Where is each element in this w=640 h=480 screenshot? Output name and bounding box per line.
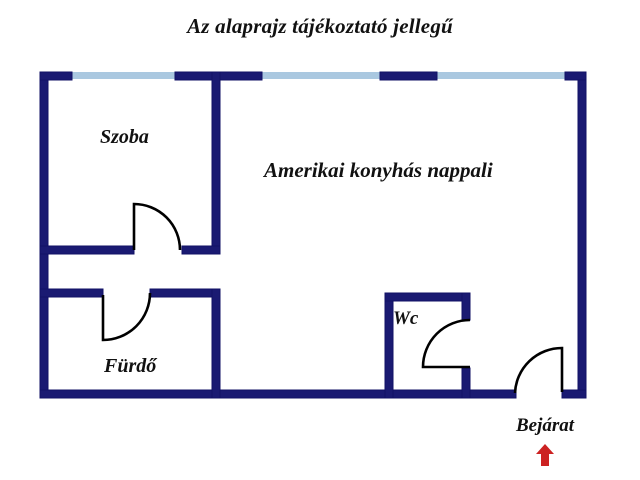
room-label-furdo: Fürdő bbox=[104, 355, 157, 377]
outer-wall-right bbox=[577, 71, 587, 399]
entrance-label: Bejárat bbox=[515, 415, 575, 436]
furdo-door-swing bbox=[101, 292, 152, 342]
door-swing-group bbox=[101, 202, 564, 394]
interior-wall-furdo-top-a bbox=[39, 288, 104, 298]
interior-wall-szoba-right bbox=[211, 71, 221, 255]
interior-wall-szoba-bottom-b bbox=[181, 245, 221, 255]
interior-wall-wc-right-upper bbox=[461, 292, 471, 321]
outer-wall-bottom-right bbox=[561, 389, 587, 399]
entrance-door-swing bbox=[513, 346, 564, 394]
entrance-annotation: Bejárat bbox=[480, 415, 610, 467]
wc-door-swing bbox=[421, 318, 471, 369]
page-title: Az alaprajz tájékoztató jellegű bbox=[187, 14, 453, 38]
interior-wall-wc-right-lower bbox=[461, 367, 471, 399]
room-label-wc: Wc bbox=[393, 308, 419, 329]
interior-wall-furdo-right bbox=[211, 288, 221, 399]
room-label-nappali: Amerikai konyhás nappali bbox=[264, 158, 493, 182]
window-band bbox=[40, 72, 586, 79]
wall-group bbox=[39, 71, 587, 399]
outer-wall-top-segment-1 bbox=[39, 71, 73, 81]
outer-wall-bottom-left bbox=[39, 389, 517, 399]
szoba-door-swing bbox=[132, 202, 182, 251]
outer-wall-top-segment-4 bbox=[564, 71, 587, 81]
arrow-up-icon bbox=[536, 444, 554, 466]
interior-wall-wc-left bbox=[384, 292, 394, 399]
room-label-szoba: Szoba bbox=[100, 126, 149, 148]
interior-wall-szoba-bottom-a bbox=[39, 245, 135, 255]
interior-wall-furdo-top-b bbox=[149, 288, 221, 298]
interior-wall-wc-top bbox=[384, 292, 471, 302]
outer-wall-top-segment-3 bbox=[379, 71, 438, 81]
outer-wall-left bbox=[39, 71, 49, 399]
